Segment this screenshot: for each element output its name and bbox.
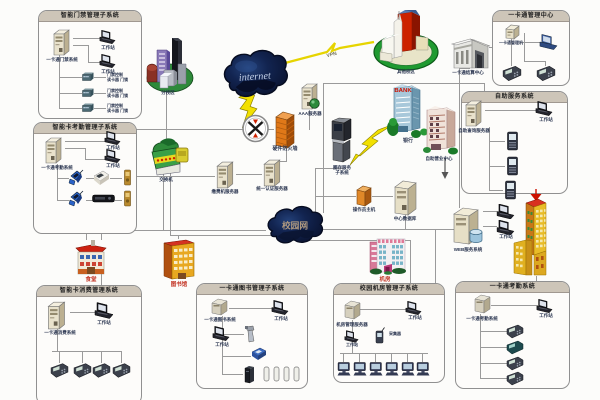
svg-text:internet: internet [238,71,272,84]
svg-text:校园网: 校园网 [282,219,308,230]
svg-text:BANK: BANK [394,88,412,94]
